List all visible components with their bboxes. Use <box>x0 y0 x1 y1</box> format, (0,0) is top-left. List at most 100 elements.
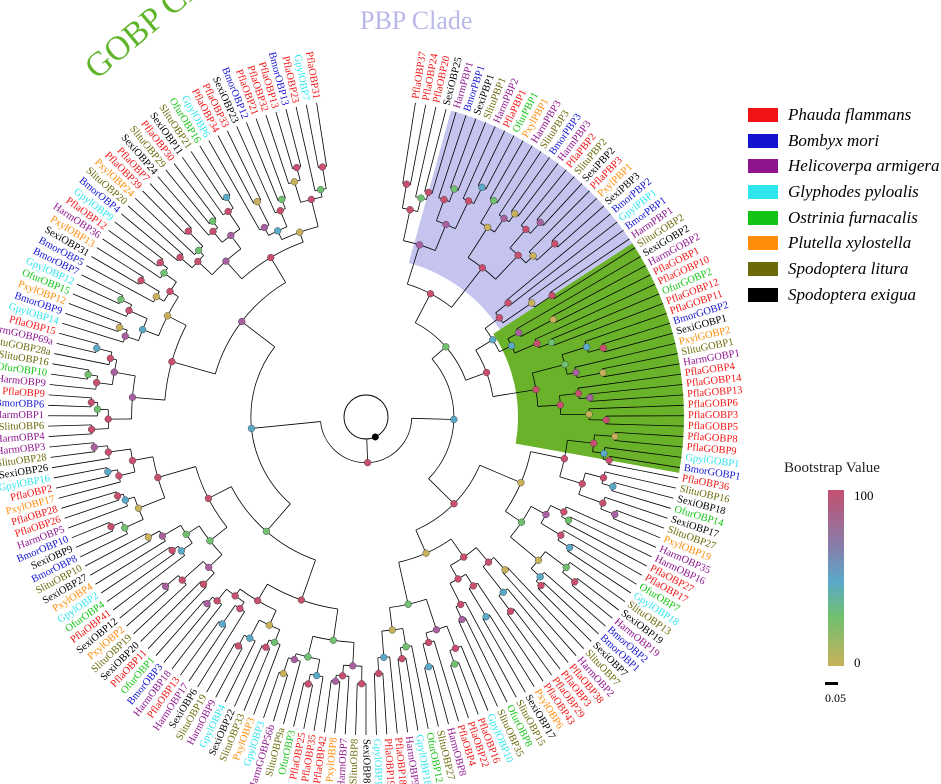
bootstrap-node <box>106 354 114 362</box>
tree-branch <box>516 256 641 330</box>
bootstrap-node <box>265 621 273 629</box>
tree-branch <box>62 322 124 343</box>
tree-branch <box>411 417 454 420</box>
leaf-label: HarmOBP9 <box>0 373 46 389</box>
tree-branch <box>553 247 636 299</box>
tree-branch <box>215 647 243 698</box>
tree-branch <box>406 244 420 285</box>
tree-branch <box>256 201 270 226</box>
bootstrap-node <box>398 655 406 663</box>
bootstrap-node <box>278 195 286 203</box>
bootstrap-node <box>209 217 217 225</box>
bootstrap-node <box>88 425 96 434</box>
tree-branch <box>458 662 479 715</box>
tree-branch <box>71 522 110 539</box>
bootstrap-node <box>290 655 298 664</box>
bootstrap-node <box>561 360 569 369</box>
tree-branch <box>49 442 94 448</box>
tree-branch <box>502 302 532 324</box>
tree-branch <box>355 683 358 735</box>
tree-branch <box>49 384 96 390</box>
tree-branch <box>114 221 164 260</box>
tree-branch <box>507 567 585 649</box>
bootstrap-node <box>206 537 214 545</box>
tree-branch <box>511 157 550 212</box>
tree-branch <box>588 404 684 410</box>
bootstrap-node <box>93 405 102 413</box>
tree-branch <box>56 342 96 354</box>
bootstrap-node <box>290 178 299 186</box>
bootstrap-node <box>404 600 412 608</box>
bootstrap-node <box>246 634 254 642</box>
bootstrap-node <box>160 269 168 277</box>
bootstrap-node <box>104 448 112 456</box>
legend-swatch <box>748 261 778 276</box>
tree-branch <box>157 176 209 236</box>
bootstrap-node <box>495 314 503 322</box>
bootstrap-node <box>507 342 516 350</box>
legend-item: Bombyx mori <box>748 128 940 154</box>
bootstrap-node <box>262 527 270 535</box>
bootstrap-node <box>110 368 118 376</box>
tree-branch <box>163 605 211 663</box>
bootstrap-node <box>556 401 564 409</box>
tree-branch <box>398 562 409 605</box>
bootstrap-node <box>92 378 101 387</box>
bootstrap-node <box>293 163 301 172</box>
leaf-label: HarmOBP4 <box>0 431 46 445</box>
tree-branch <box>609 455 681 469</box>
tree-branch <box>208 140 261 231</box>
bootstrap-node <box>537 581 545 590</box>
bootstrap-node <box>270 638 279 646</box>
tree-branch <box>496 145 533 203</box>
bootstrap-node <box>422 549 430 557</box>
tree-branch <box>565 506 657 548</box>
bootstrap-node <box>388 626 396 634</box>
tree-branch <box>557 205 605 248</box>
bootstrap-node <box>599 499 607 507</box>
bootstrap-node <box>572 368 580 377</box>
tree-branch <box>270 257 286 283</box>
tree-branch <box>457 122 487 191</box>
bootstrap-node <box>84 370 92 379</box>
tree-branch <box>613 482 674 499</box>
tree-branch <box>517 163 559 217</box>
legend-swatch <box>748 133 778 148</box>
tree-branch <box>492 389 536 397</box>
tree-branch <box>265 115 290 184</box>
bootstrap-node <box>450 500 458 508</box>
bootstrap-node <box>564 516 573 524</box>
tree-branch <box>165 169 210 225</box>
bootstrap-node <box>104 468 112 476</box>
bootstrap-node <box>329 636 337 644</box>
bootstrap-node <box>517 479 525 487</box>
tree-branch <box>251 421 321 429</box>
tree-branch <box>567 550 632 594</box>
bootstrap-node <box>515 329 523 337</box>
bootstrap-node <box>224 207 232 216</box>
tree-branch <box>536 176 575 220</box>
bootstrap-node <box>304 653 312 661</box>
tree-branch <box>460 645 489 711</box>
leaf-label: PflaGOBP8 <box>687 431 738 445</box>
tree-branch <box>182 157 224 216</box>
tree-branch <box>48 404 92 408</box>
tree-branch <box>303 684 313 729</box>
bootstrap-colorbar: Bootstrap Value 100 0 <box>784 460 904 720</box>
bootstrap-node <box>549 315 557 324</box>
tree-branch <box>450 118 477 188</box>
bootstrap-node <box>450 185 458 193</box>
tree-branch <box>84 533 147 567</box>
bootstrap-node <box>349 662 357 670</box>
tree-branch <box>64 499 120 519</box>
bootstrap-node <box>176 253 184 261</box>
tree-branch <box>604 447 682 458</box>
gobp-clade-shading <box>493 243 685 473</box>
bootstrap-node <box>158 532 167 540</box>
scale-bar-line <box>825 682 838 685</box>
tree-branch <box>606 423 684 427</box>
tree-branch <box>68 303 122 324</box>
tree-branch <box>119 582 164 619</box>
tree-branch <box>432 665 449 725</box>
tree-branch <box>208 486 232 499</box>
